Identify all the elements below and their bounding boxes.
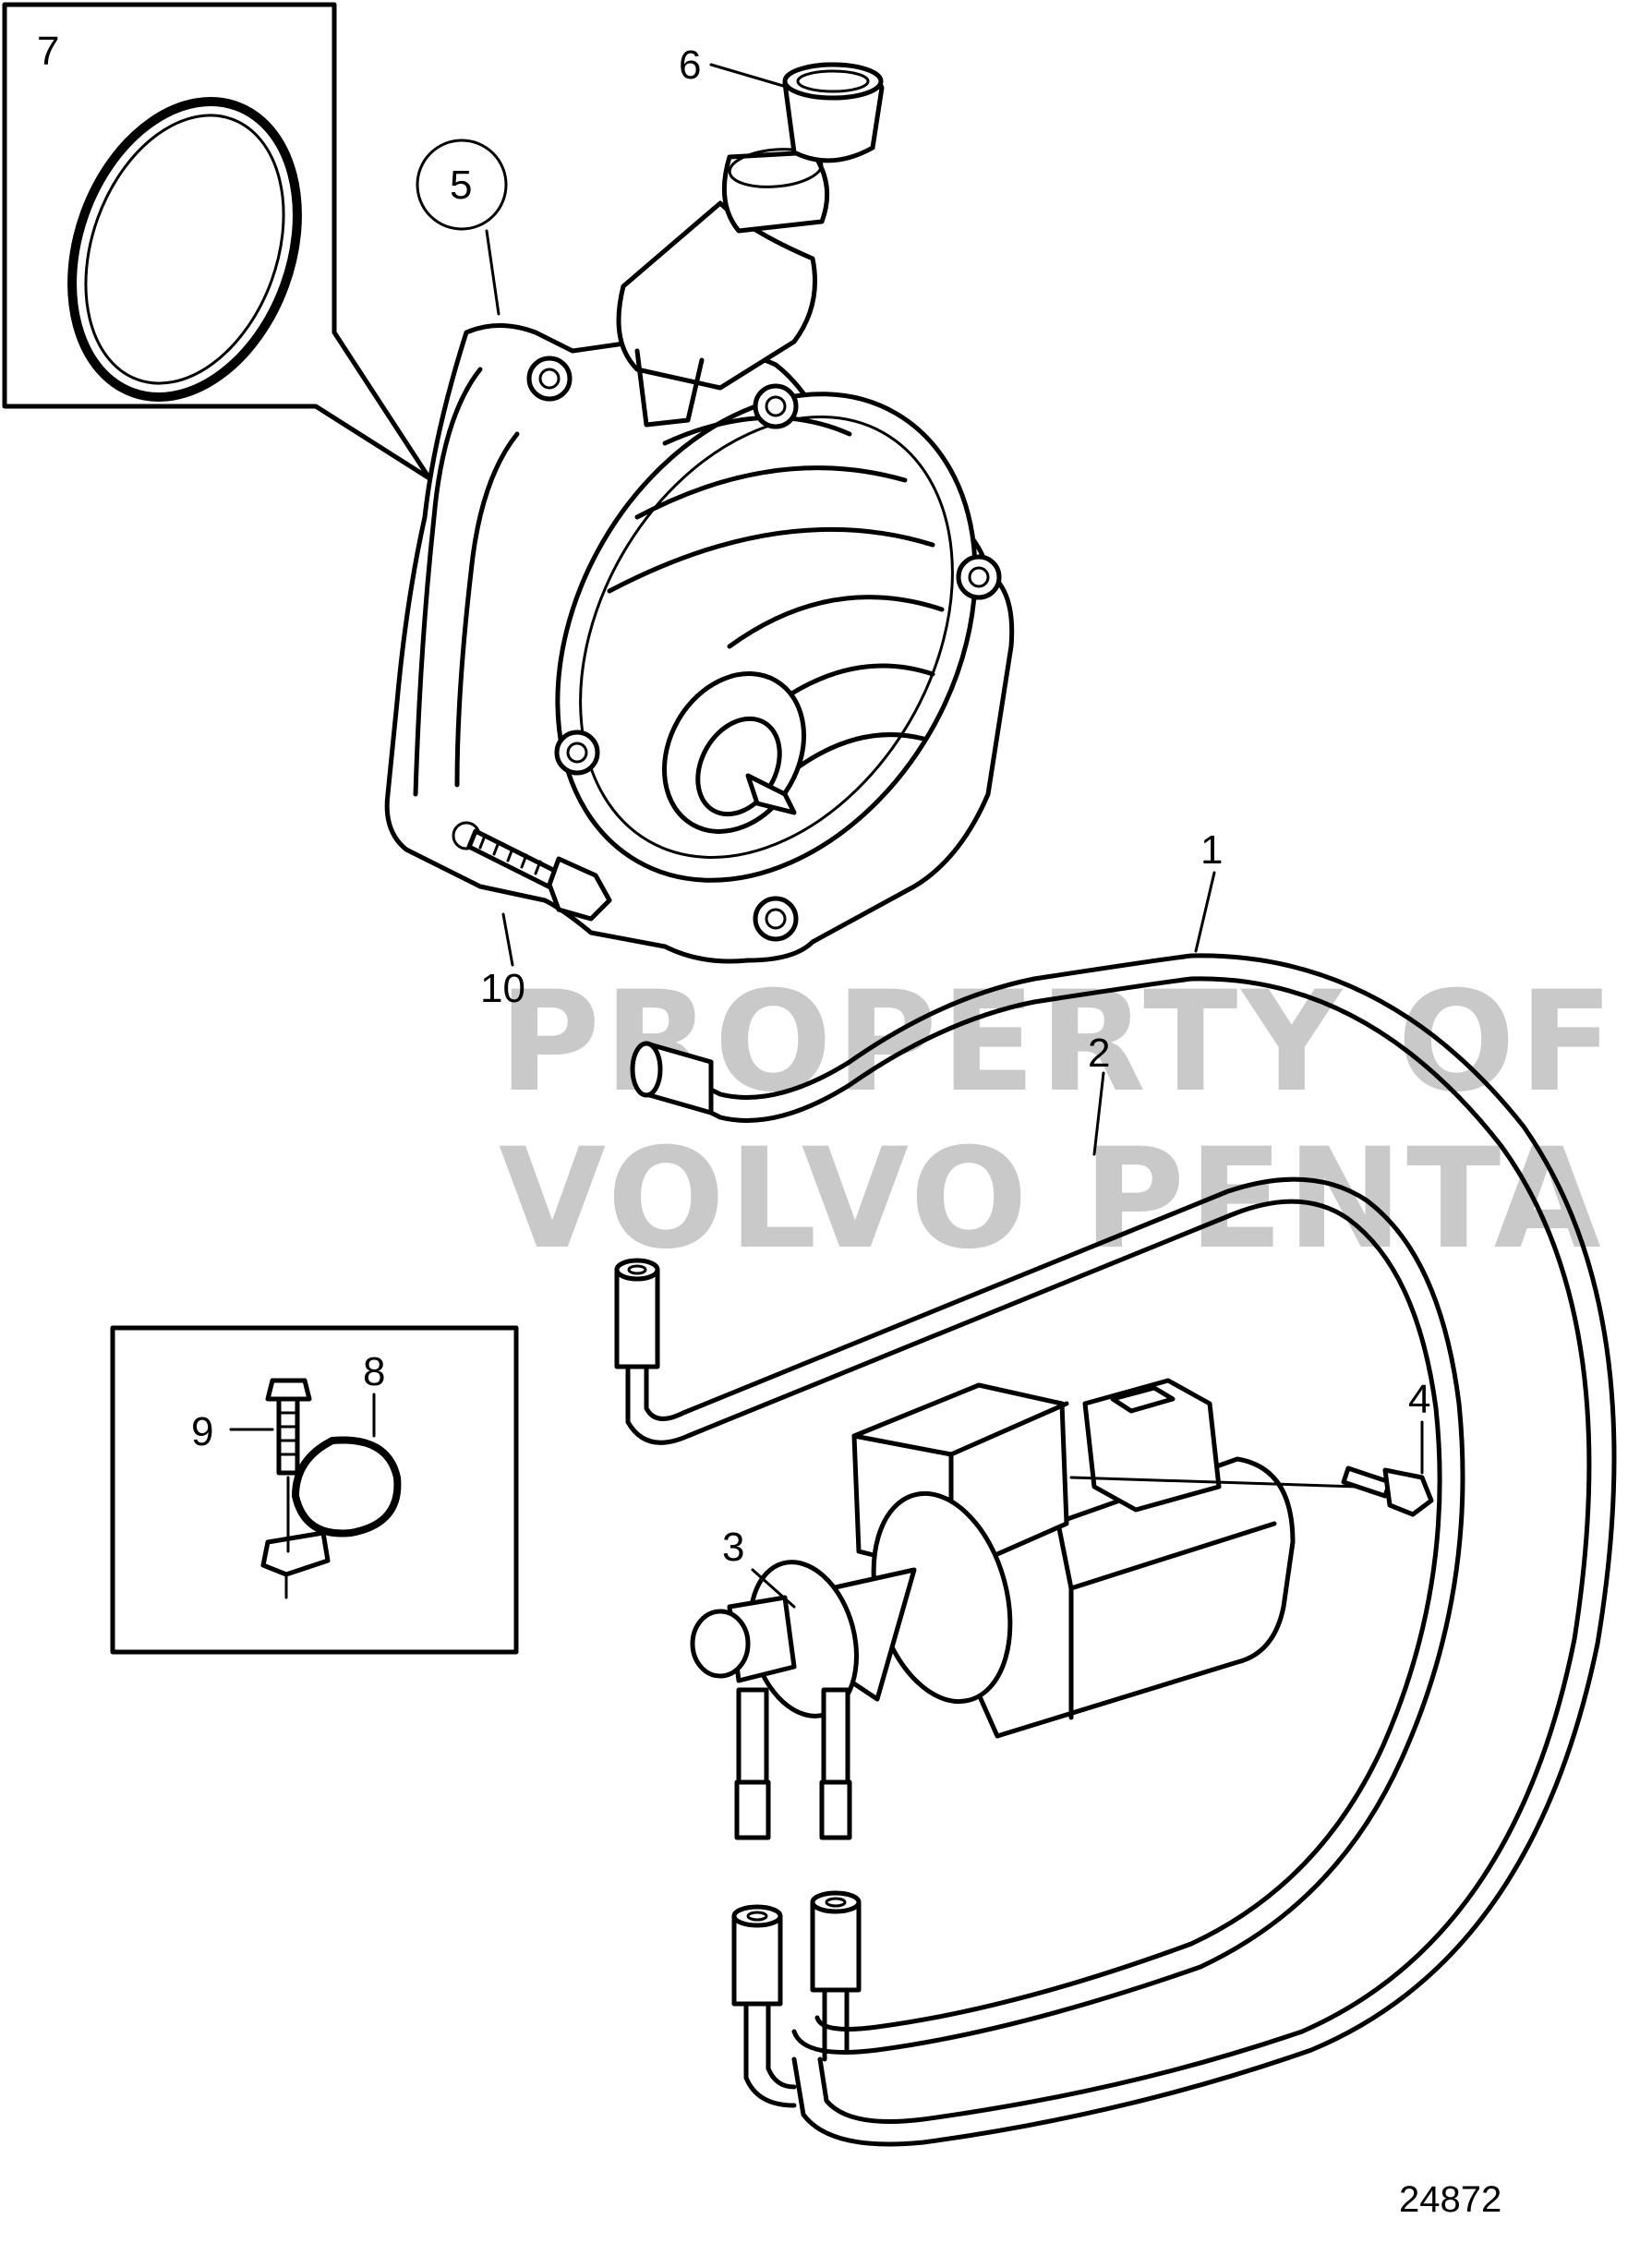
callout-5: 5 xyxy=(450,163,472,208)
callout-10: 10 xyxy=(480,966,525,1011)
callout-5-circle xyxy=(416,139,508,231)
o-ring-inner xyxy=(84,114,285,385)
callout-1: 1 xyxy=(1200,827,1223,873)
cap-icon xyxy=(782,62,885,163)
callout-6: 6 xyxy=(679,42,701,88)
callout-8: 8 xyxy=(363,1349,385,1394)
inset-clamp: 9 8 xyxy=(110,1325,519,1655)
solenoid-valve-icon xyxy=(690,1378,1296,2108)
callout-3: 3 xyxy=(722,1525,744,1570)
callout-2: 2 xyxy=(1088,1031,1110,1076)
bolt-4-icon xyxy=(1069,1465,1434,1517)
vacuum-pump-icon xyxy=(384,148,1015,964)
callout-7: 7 xyxy=(37,29,59,74)
hose-1 xyxy=(630,953,1617,2147)
watermark-line-2: VOLVO PENTA xyxy=(499,1119,1605,1280)
callout-9: 9 xyxy=(191,1409,213,1454)
hose-2 xyxy=(614,1176,1465,2055)
inset-o-ring: 7 xyxy=(2,2,432,481)
figure-number: 24872 xyxy=(1399,2179,1501,2220)
callout-4: 4 xyxy=(1408,1377,1430,1422)
callouts: 1 2 3 4 5 6 10 xyxy=(450,42,1430,1570)
watermark: PROPERTY OF VOLVO PENTA xyxy=(499,962,1613,1280)
leader-lines xyxy=(485,63,1424,1609)
clamp-inset-frame xyxy=(110,1325,519,1655)
o-ring-icon xyxy=(67,97,302,402)
bolt-10-icon xyxy=(466,828,612,922)
